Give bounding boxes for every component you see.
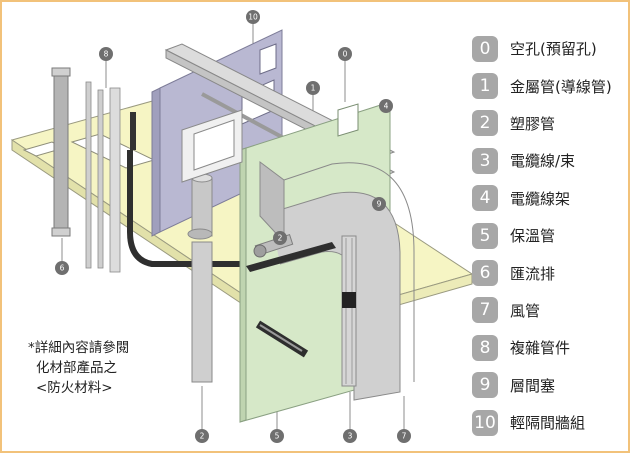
legend-item-2: 2 塑膠管 (472, 105, 622, 142)
legend-number-badge: 4 (472, 185, 498, 212)
legend-item-1: 1 金屬管(導線管) (472, 67, 622, 104)
callout-1: 1 (306, 81, 320, 95)
legend-number-badge: 10 (472, 409, 498, 436)
legend-number-badge: 9 (472, 372, 498, 399)
callout-10-label: 10 (248, 13, 258, 22)
callout-5: 5 (270, 429, 284, 443)
legend-item-3: 3 電纜線/束 (472, 142, 622, 179)
legend-number-badge: 2 (472, 110, 498, 137)
legend-item-5: 5 保溫管 (472, 217, 622, 254)
legend-number-badge: 6 (472, 260, 498, 287)
callout-4: 4 (379, 99, 393, 113)
legend-label: 輕隔間牆組 (510, 414, 586, 433)
green-wall-side (239, 147, 247, 423)
rect-duct-upper (181, 109, 243, 183)
legend-item-4: 4 電纜線架 (472, 180, 622, 217)
legend-label: 塑膠管 (510, 114, 556, 133)
callout-7-label: 7 (402, 432, 407, 441)
callout-4-label: 4 (384, 102, 389, 111)
bus-duct (51, 67, 71, 237)
legend-number-badge: 7 (472, 297, 498, 324)
cable-bundle (341, 235, 357, 387)
legend-label: 金屬管(導線管) (510, 77, 612, 96)
callout-7: 7 (397, 429, 411, 443)
callout-0-label: 0 (343, 50, 348, 59)
callout-5-label: 5 (275, 432, 280, 441)
air-duct (259, 161, 415, 401)
insulation-pipe (255, 320, 309, 358)
callout-0: 0 (338, 47, 352, 61)
legend-label: 風管 (510, 301, 541, 320)
complex-pipe-fittings (85, 81, 136, 273)
callout-6: 6 (55, 261, 69, 275)
callout-2-lower: 2 (195, 429, 209, 443)
callout-10: 10 (246, 10, 260, 24)
legend-item-8: 8 複雜管件 (472, 329, 622, 366)
callout-2-upper-label: 2 (278, 234, 283, 243)
partition-opening-upper (259, 43, 277, 75)
callout-8: 8 (99, 47, 113, 61)
note-line-2: 化材部產品之 (36, 360, 117, 376)
callout-9: 9 (372, 197, 386, 211)
partition-wall-side (151, 87, 161, 237)
legend-number-badge: 1 (472, 73, 498, 100)
legend-item-0: 0 空孔(預留孔) (472, 30, 622, 67)
note-line-3: <防火材料> (36, 380, 113, 396)
legend-label: 保溫管 (510, 227, 556, 246)
callout-9-label: 9 (377, 200, 382, 209)
callout-8-label: 8 (104, 50, 109, 59)
legend-number-badge: 8 (472, 334, 498, 361)
legend-item-9: 9 層間塞 (472, 367, 622, 404)
vacant-hole (337, 103, 359, 137)
legend: 0 空孔(預留孔) 1 金屬管(導線管) 2 塑膠管 3 電纜線/束 4 電纜線… (472, 30, 622, 441)
legend-label: 複雜管件 (510, 339, 571, 358)
callout-2-upper: 2 (273, 231, 287, 245)
legend-label: 空孔(預留孔) (510, 40, 597, 59)
legend-number-badge: 0 (472, 35, 498, 62)
callout-3: 3 (343, 429, 357, 443)
reference-note: *詳細內容請參閱 化材部產品之 <防火材料> (28, 338, 198, 398)
vertical-pipe-left (187, 173, 213, 240)
callout-3-label: 3 (348, 432, 353, 441)
legend-number-badge: 5 (472, 222, 498, 249)
callout-6-label: 6 (60, 264, 65, 273)
legend-label: 電纜線架 (510, 189, 571, 208)
firestop-band (246, 242, 336, 272)
legend-label: 電纜線/束 (510, 152, 576, 171)
cable-bundle-run (127, 150, 262, 267)
legend-item-7: 7 風管 (472, 292, 622, 329)
legend-number-badge: 3 (472, 147, 498, 174)
callout-1-label: 1 (311, 84, 316, 93)
legend-item-6: 6 匯流排 (472, 254, 622, 291)
note-line-1: *詳細內容請參閱 (28, 340, 130, 356)
legend-label: 層間塞 (510, 376, 556, 395)
callout-2-lower-label: 2 (200, 432, 205, 441)
callouts: 10 8 0 1 4 9 2 6 2 5 3 7 (55, 10, 411, 443)
legend-item-10: 10 輕隔間牆組 (472, 404, 622, 441)
plastic-pipe-below (191, 241, 213, 383)
legend-label: 匯流排 (510, 264, 556, 283)
